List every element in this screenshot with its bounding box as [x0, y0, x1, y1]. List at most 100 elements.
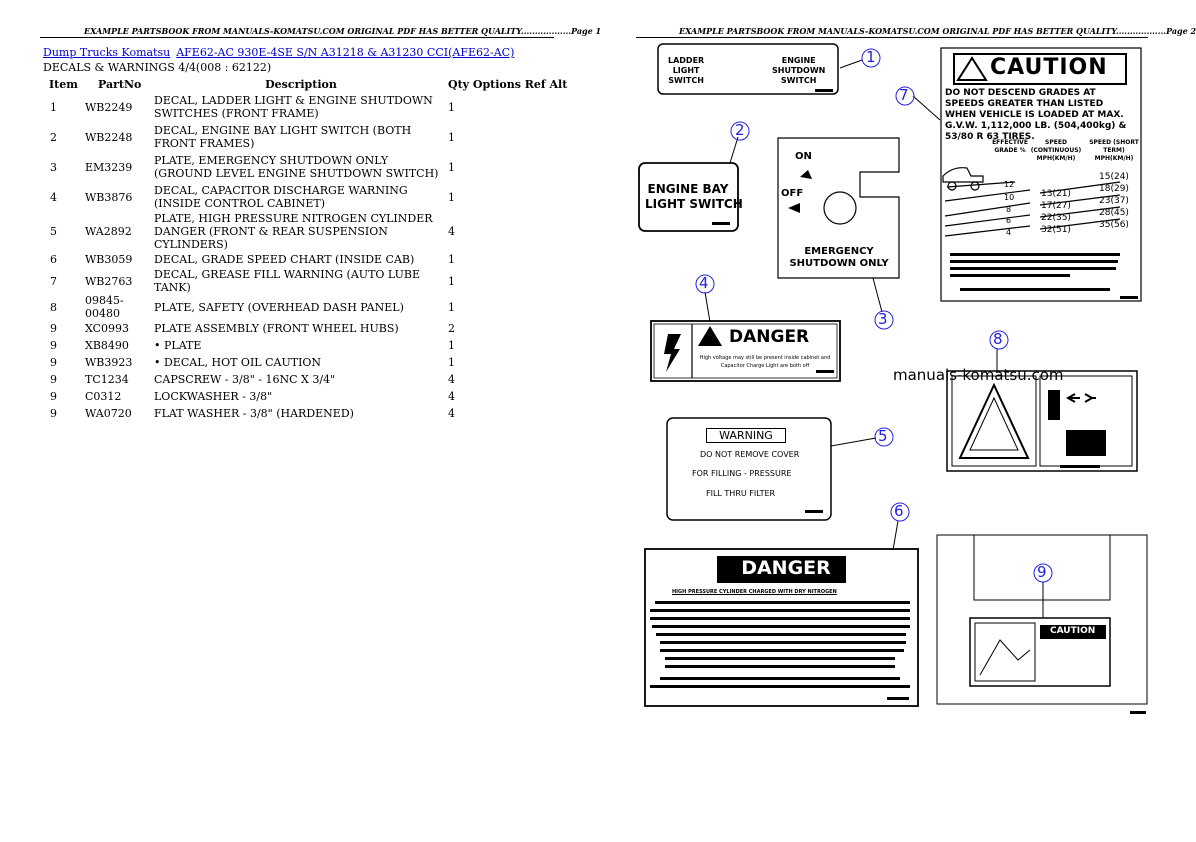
cell-partno: XC0993	[85, 322, 130, 335]
cell-item: 9	[50, 390, 57, 403]
cell-partno: C0312	[85, 390, 122, 403]
speed-cont-3: 22(35)	[1041, 213, 1071, 223]
cell-qty: 1	[448, 339, 455, 352]
grade-12: 12	[1004, 180, 1015, 189]
cell-item: 7	[50, 274, 57, 288]
speed-cont-4: 32(51)	[1041, 225, 1071, 235]
decal-7-col-continuous: SPEED (CONTINUOUS) MPH(KM/H)	[1030, 139, 1082, 162]
breadcrumb-link-model[interactable]: AFE62-AC 930E-4SE S/N A31218 & A31230 CC…	[176, 46, 515, 59]
cell-item: 9	[50, 322, 57, 335]
col-description-header: Description	[265, 78, 337, 91]
cell-partno: WB3876	[85, 190, 133, 204]
cell-qty: 1	[448, 356, 455, 369]
decal-1-frame	[657, 43, 839, 95]
page2-header: EXAMPLE PARTSBOOK FROM MANUALS-KOMATSU.C…	[679, 26, 1196, 36]
decal-9-frame	[936, 534, 1148, 705]
decal-6-title: HIGH PRESSURE CYLINDER CHARGED WITH DRY …	[672, 589, 837, 595]
col-qty-options-header: Qty Options Ref Alt	[448, 78, 568, 91]
cell-description: • DECAL, HOT OIL CAUTION	[154, 356, 322, 369]
decal-6-frame	[644, 548, 919, 707]
breadcrumb-link-dump-trucks[interactable]: Dump Trucks Komatsu	[43, 46, 171, 59]
grade-6: 6	[1006, 216, 1012, 225]
cell-partno: XB8490	[85, 339, 129, 352]
table-row: 8 09845-00480 PLATE, SAFETY (OVERHEAD DASH…	[43, 294, 567, 320]
page1-header: EXAMPLE PARTSBOOK FROM MANUALS-KOMATSU.C…	[84, 26, 602, 36]
callout-3: 3	[878, 310, 888, 328]
section-title: DECALS & WARNINGS 4/4(008 : 62122)	[43, 61, 272, 74]
decal-5-word: WARNING	[706, 428, 786, 443]
col-partno-header: PartNo	[98, 78, 142, 91]
cell-item: 3	[50, 160, 57, 174]
cell-qty: 1	[448, 190, 455, 204]
cell-description: DECAL, GRADE SPEED CHART (INSIDE CAB)	[154, 253, 415, 266]
cell-description: PLATE, HIGH PRESSURE NITROGEN CYLINDER D…	[154, 212, 433, 251]
grade-10: 10	[1004, 193, 1015, 202]
decal-3-label: EMERGENCY SHUTDOWN ONLY	[789, 246, 889, 269]
decal-9-sticker	[969, 617, 1111, 687]
decal-2-text: ENGINE BAY LIGHT SWITCH	[645, 182, 743, 211]
callout-6: 6	[894, 502, 904, 520]
table-row: 4 WB3876 DECAL, CAPACITOR DISCHARGE WARNIN…	[43, 182, 567, 212]
cell-description: DECAL, GREASE FILL WARNING (AUTO LUBE TA…	[154, 268, 421, 294]
decal-6-word: DANGER	[741, 557, 831, 579]
decal-3-hole	[823, 191, 857, 225]
decal-5-line-2: FOR FILLING - PRESSURE	[692, 469, 792, 478]
callout-9: 9	[1037, 563, 1047, 581]
decal-1-left-text: LADDER LIGHT SWITCH	[668, 56, 705, 85]
decal-1-right-text: ENGINE SHUTDOWN SWITCH	[772, 56, 826, 85]
decal-5-line-1: DO NOT REMOVE COVER	[700, 450, 800, 459]
decal-4-frame	[650, 320, 841, 382]
cell-description: PLATE ASSEMBLY (FRONT WHEEL HUBS)	[154, 322, 399, 335]
decal-9-word: CAUTION	[1050, 626, 1096, 636]
decal-7-frame	[940, 47, 1142, 302]
decal-7-col-short: SPEED (SHORT TERM) MPH(KM/H)	[1089, 139, 1139, 162]
speed-cont-1: 13(21)	[1041, 189, 1071, 199]
cell-qty: 4	[448, 407, 455, 420]
cell-description: PLATE, SAFETY (OVERHEAD DASH PANEL)	[154, 300, 404, 314]
table-row: 3 EM3239 PLATE, EMERGENCY SHUTDOWN ONLY (G…	[43, 152, 567, 182]
decal-3-on-label: ON	[795, 151, 812, 162]
cell-item: 4	[50, 190, 57, 204]
grade-4: 4	[1006, 228, 1012, 237]
callout-1: 1	[866, 48, 876, 66]
cell-qty: 1	[448, 160, 455, 174]
cell-description: DECAL, ENGINE BAY LIGHT SWITCH (BOTH FRO…	[154, 124, 412, 150]
decal-7-word: CAUTION	[990, 55, 1108, 80]
callout-2: 2	[735, 121, 745, 139]
cell-item: 1	[50, 100, 57, 114]
cell-item: 2	[50, 130, 57, 144]
page1-header-rule	[40, 37, 554, 38]
watermark: manuals-komatsu.com	[893, 366, 1064, 384]
cell-item: 6	[50, 253, 57, 266]
speed-short-3: 23(37)	[1099, 196, 1129, 206]
decal-3-off-label: OFF	[781, 188, 804, 199]
cell-qty: 1	[448, 130, 455, 144]
cell-description: FLAT WASHER - 3/8" (HARDENED)	[154, 407, 354, 420]
decal-2-frame	[638, 162, 739, 232]
speed-short-1: 15(24)	[1099, 172, 1129, 182]
speed-cont-2: 17(27)	[1041, 201, 1071, 211]
cell-qty: 4	[448, 373, 455, 386]
cell-partno: TC1234	[85, 373, 129, 386]
cell-partno: EM3239	[85, 160, 133, 174]
cell-item: 9	[50, 356, 57, 369]
cell-partno: WB2248	[85, 130, 133, 144]
cell-item: 8	[50, 300, 57, 314]
cell-partno: 09845-00480	[85, 294, 124, 320]
table-row: 2 WB2248 DECAL, ENGINE BAY LIGHT SWITCH (B…	[43, 122, 567, 152]
cell-item: 9	[50, 339, 57, 352]
parts-table: Item PartNo Description Qty Options Ref …	[43, 77, 567, 422]
callout-4: 4	[699, 274, 709, 292]
decal-4-word: DANGER	[729, 327, 810, 347]
cell-description: PLATE, EMERGENCY SHUTDOWN ONLY (GROUND L…	[154, 154, 439, 180]
cell-description: DECAL, CAPACITOR DISCHARGE WARNING (INSI…	[154, 184, 408, 210]
cell-description: • PLATE	[154, 339, 202, 352]
callout-5: 5	[878, 427, 888, 445]
decal-8-frame	[946, 370, 1138, 472]
